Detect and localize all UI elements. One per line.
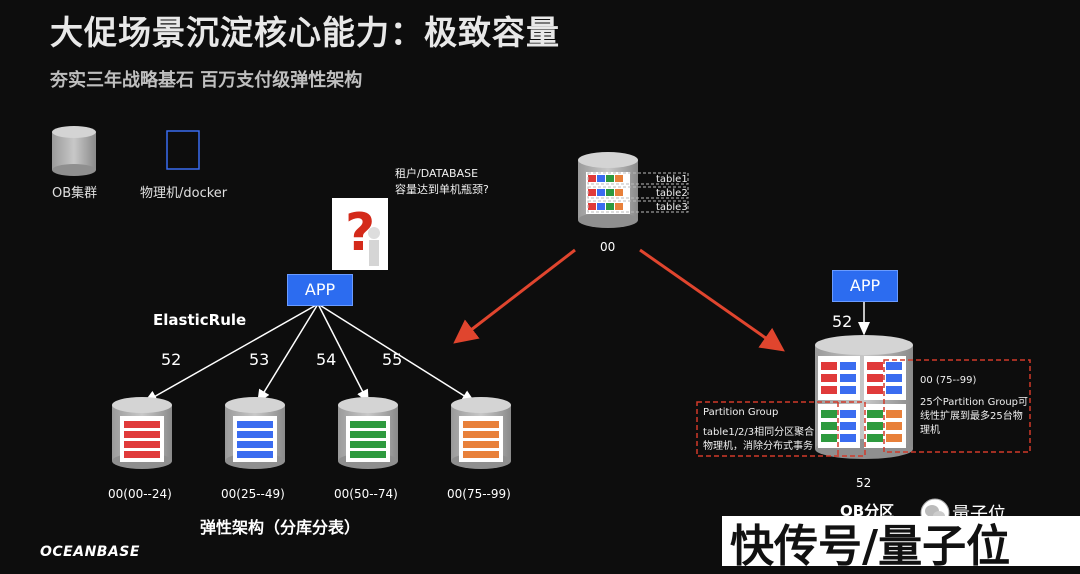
partition-group-box: [696, 401, 866, 457]
legend-docker-icon: [166, 130, 200, 170]
route-number-52: 52: [161, 350, 182, 369]
watermark-background: [722, 516, 1080, 566]
partitioned-db-cylinder: [815, 335, 913, 459]
left-caption: 弹性架构（分库分表）: [200, 518, 361, 537]
route-number-53: 53: [249, 350, 270, 369]
split-arrows: [453, 248, 785, 352]
shard-label-0: 00(00--24): [108, 487, 172, 501]
table-label-2: table2: [656, 188, 688, 199]
shard-label-1: 00(25--49): [221, 487, 285, 501]
watermark-text: 快传号/量子位: [730, 521, 1011, 572]
range-note-box: [883, 359, 1031, 453]
shard-label-2: 00(50--74): [334, 487, 398, 501]
top-db-label: 00: [600, 240, 616, 254]
question-line-2: 容量达到单机瓶颈?: [395, 183, 489, 196]
legend-cluster-icon: [52, 126, 96, 176]
range-note-line-2: 线性扩展到最多25台物: [920, 411, 1023, 422]
partition-group-desc-1: table1/2/3相同分区聚合: [703, 427, 815, 438]
shard-label-3: 00(75--99): [447, 487, 511, 501]
route-number-54: 54: [316, 350, 337, 369]
partition-group-title: Partition Group: [703, 407, 779, 418]
question-line-1: 租户/DATABASE: [395, 167, 479, 180]
legend-cluster-label: OB集群: [52, 186, 98, 201]
shard-cylinder-3: [451, 397, 511, 469]
app-right-box: APP: [832, 270, 898, 302]
oceanbase-logo: OCEANBASE: [40, 544, 140, 560]
range-note-range: 00 (75--99): [920, 375, 977, 386]
partition-group-desc-2: 物理机，消除分布式事务: [703, 441, 813, 452]
shard-cylinder-1: [225, 397, 285, 469]
route-arrows: [143, 303, 476, 404]
top-db-cylinder: [578, 152, 689, 228]
legend-docker-label: 物理机/docker: [140, 186, 228, 201]
route-number-55: 55: [382, 350, 403, 369]
range-note-line-3: 理机: [920, 425, 940, 436]
right-db-below-number: 52: [856, 476, 872, 490]
shard-cylinder-2: [338, 397, 398, 469]
elastic-rule-label: ElasticRule: [153, 311, 247, 329]
shard-cylinder-0: [112, 397, 172, 469]
right-db-above-number: 52: [832, 312, 853, 331]
right-db-caption: OB分区: [840, 502, 895, 520]
page-title: 大促场景沉淀核心能力：极致容量: [50, 13, 560, 52]
question-figure-icon: ?: [332, 198, 388, 270]
page-subtitle: 夯实三年战略基石 百万支付级弹性架构: [50, 70, 363, 91]
table-label-3: table3: [656, 202, 688, 213]
range-note-line-1: 25个Partition Group可: [920, 397, 1029, 408]
table-label-1: table1: [656, 174, 688, 185]
app-left-box: APP: [287, 274, 353, 306]
